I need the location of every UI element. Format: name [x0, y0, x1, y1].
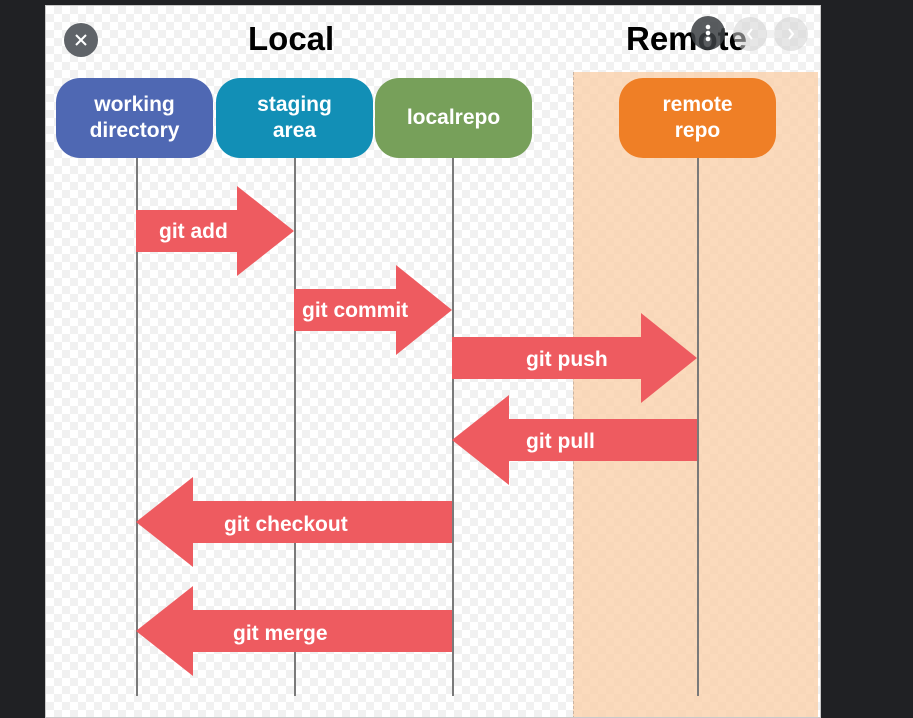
git-merge-arrow: [136, 586, 452, 676]
staging-area-box: staging area: [216, 78, 373, 158]
working-directory-box: working directory: [56, 78, 213, 158]
git-checkout-label: git checkout: [224, 513, 348, 536]
previous-button[interactable]: [733, 17, 767, 51]
remote-zone: [573, 72, 818, 717]
git-add-label: git add: [159, 220, 228, 243]
git-commit-label: git commit: [302, 299, 408, 322]
git-pull-label: git pull: [526, 430, 595, 453]
local-heading: Local: [248, 20, 335, 57]
git-pull-arrow: [452, 395, 697, 485]
working-lane-line: [136, 156, 138, 696]
next-button[interactable]: [774, 17, 808, 51]
localrepo-lane-line: [452, 156, 454, 696]
close-icon: [75, 34, 87, 46]
localrepo-box: localrepo: [375, 78, 532, 158]
git-push-label: git push: [526, 348, 608, 371]
staging-area-label: staging area: [257, 93, 332, 142]
localrepo-label: localrepo: [406, 106, 501, 129]
remote-lane-line: [697, 156, 699, 696]
info-icon: [705, 24, 711, 42]
git-add-arrow: [136, 186, 294, 276]
chevron-right-icon: [788, 28, 795, 40]
remote-repo-label: remote repo: [662, 93, 733, 142]
git-checkout-arrow: [136, 477, 452, 567]
remote-heading: Remote: [626, 20, 748, 57]
git-merge-label: git merge: [233, 622, 328, 645]
info-button[interactable]: [691, 16, 725, 50]
staging-lane-line: [294, 156, 296, 696]
git-commit-arrow: [294, 265, 452, 355]
image-viewer: Local Remote working directory staging a…: [45, 5, 821, 718]
working-directory-label: working directory: [89, 93, 180, 142]
chevron-left-icon: [746, 28, 753, 40]
command-arrows: git add git commit git push git pull git…: [136, 186, 697, 676]
git-push-arrow: [452, 313, 697, 403]
remote-repo-box: remote repo: [619, 78, 776, 158]
close-button[interactable]: [64, 23, 98, 57]
